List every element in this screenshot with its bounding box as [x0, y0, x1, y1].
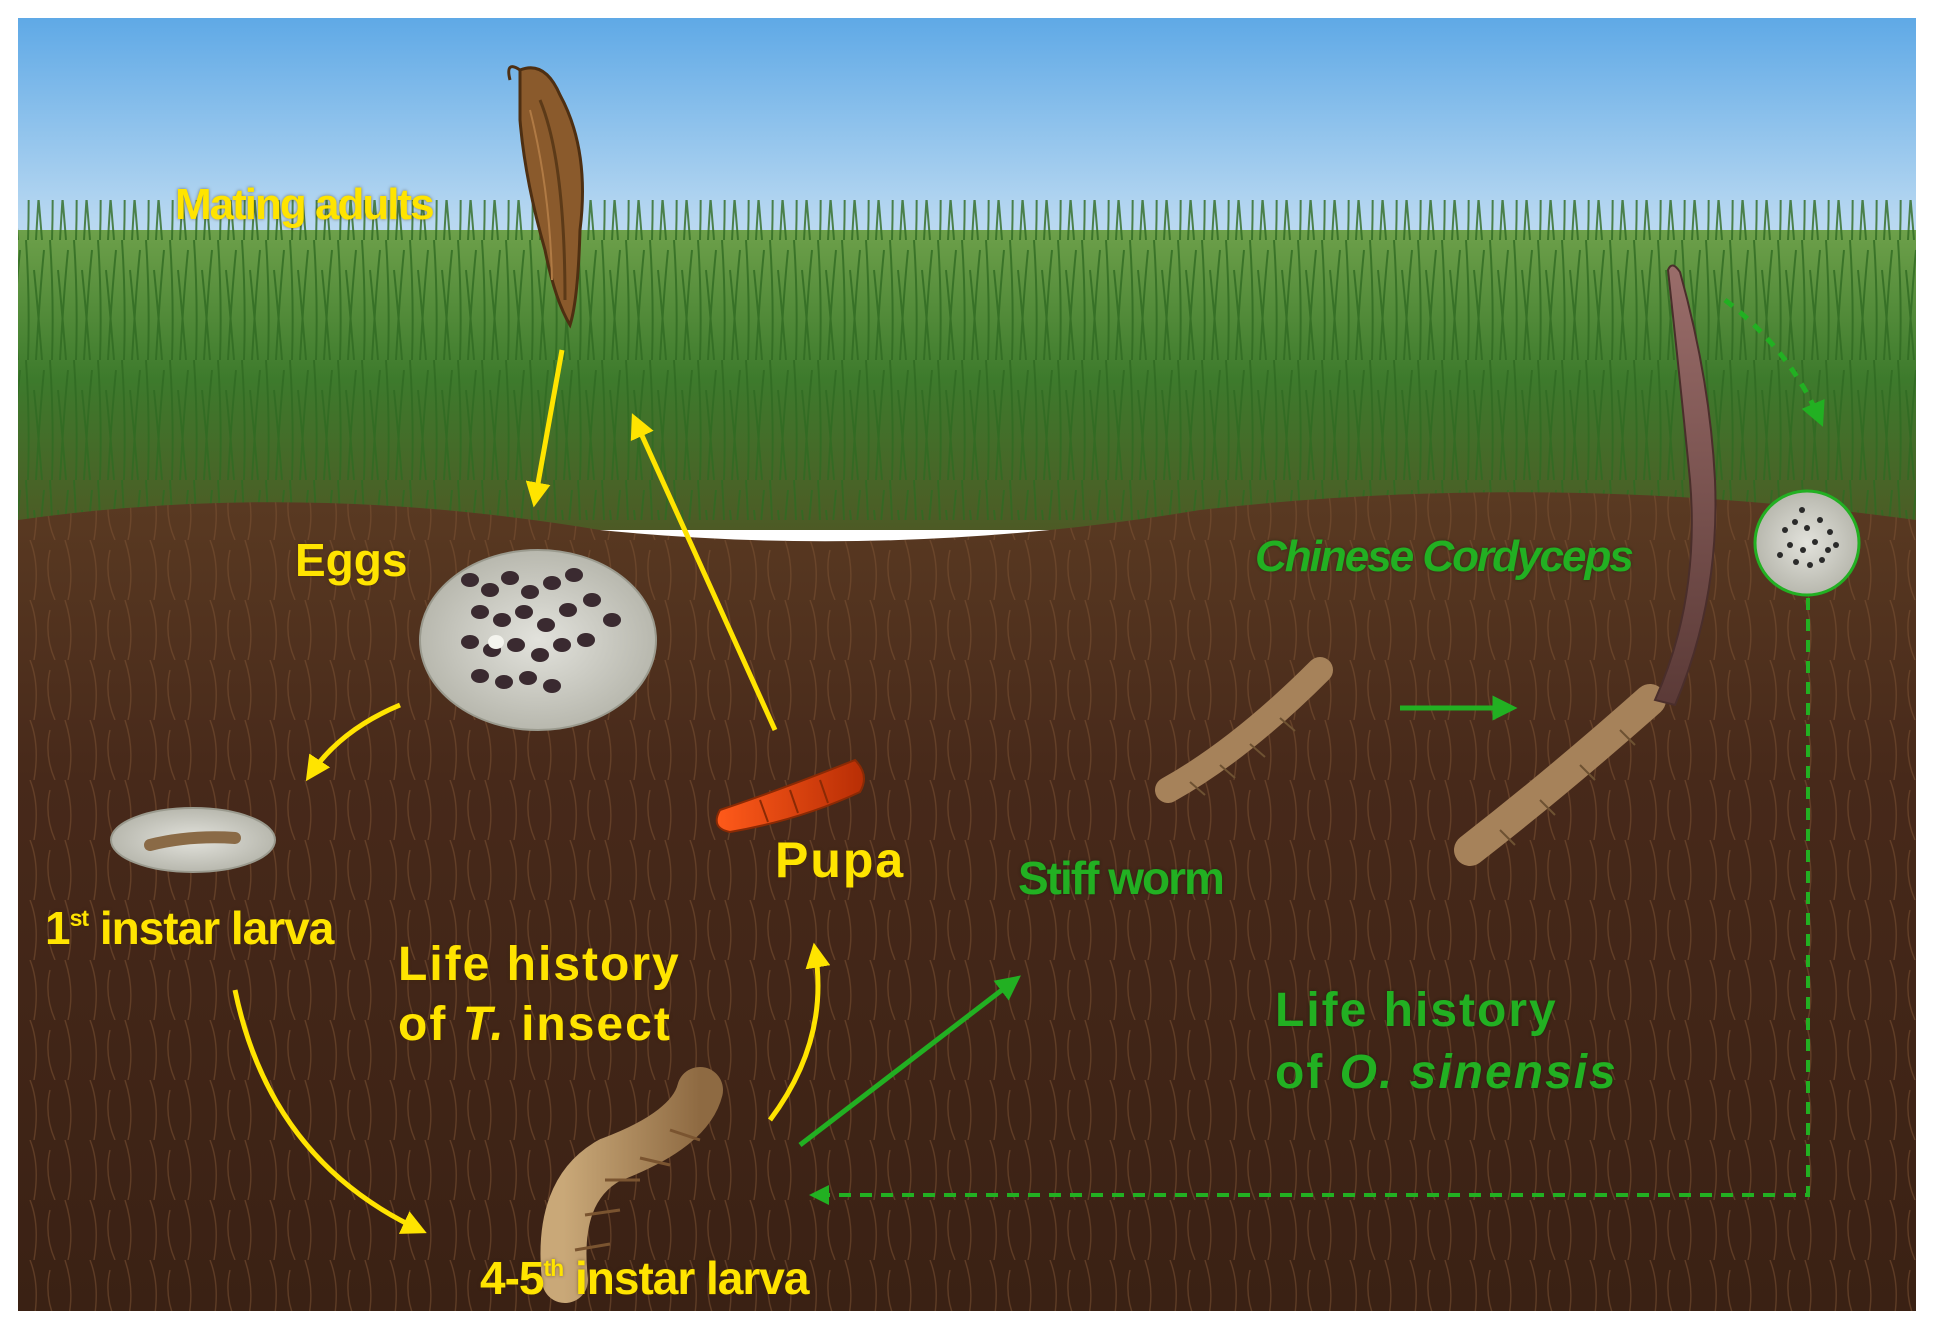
- chinese-cordyceps-icon: [1454, 264, 1717, 866]
- pupa-icon: [715, 758, 865, 834]
- arrow-first-to-late-instar: [232, 989, 427, 1234]
- life-history-fungus-line2: of O. sinensis: [1275, 1046, 1618, 1099]
- label-pupa: Pupa: [775, 832, 906, 888]
- label-late-instar-larva: 4-5th instar larva: [480, 1252, 810, 1304]
- label-life-history-fungus: Life history of O. sinensis: [1275, 980, 1618, 1104]
- first-instar-larva-icon: [110, 807, 276, 873]
- arrow-adults-to-eggs: [525, 349, 565, 508]
- first-instar-text: instar larva: [88, 902, 335, 954]
- label-eggs: Eggs: [295, 534, 408, 586]
- label-first-instar-larva: 1st instar larva: [45, 902, 335, 954]
- stiff-worm-icon: [1155, 657, 1333, 803]
- arrow-pupa-to-adults: [630, 413, 778, 732]
- eggs-icon: [419, 549, 657, 731]
- first-instar-suffix: st: [69, 905, 89, 932]
- label-mating-adults: Mating adults: [175, 180, 435, 229]
- late-instar-larva-icon: [540, 1067, 723, 1303]
- arrow-late-instar-to-pupa: [767, 942, 831, 1122]
- life-history-insect-line1: Life history: [398, 938, 681, 991]
- label-stiff-worm: Stiff worm: [1018, 852, 1225, 904]
- arrow-spores-to-late-instar: [809, 598, 1810, 1205]
- grass-blades: [18, 200, 1916, 520]
- late-instar-suffix: th: [543, 1255, 564, 1282]
- late-instar-text: instar larva: [563, 1252, 810, 1304]
- life-history-insect-line2: of T. insect: [398, 998, 672, 1051]
- arrow-eggs-to-first-instar: [305, 702, 401, 782]
- label-life-history-insect: Life history of T. insect: [398, 935, 681, 1055]
- moth-icon: [507, 65, 584, 329]
- spores-icon: [1753, 489, 1861, 597]
- first-instar-number: 1: [45, 902, 71, 954]
- label-chinese-cordyceps: Chinese Cordyceps: [1255, 532, 1634, 581]
- life-history-fungus-line1: Life history: [1275, 984, 1558, 1037]
- arrow-stroma-to-spores: [1723, 298, 1825, 427]
- arrow-late-instar-to-stiff-worm: [798, 975, 1021, 1147]
- late-instar-number: 4-5: [480, 1252, 544, 1304]
